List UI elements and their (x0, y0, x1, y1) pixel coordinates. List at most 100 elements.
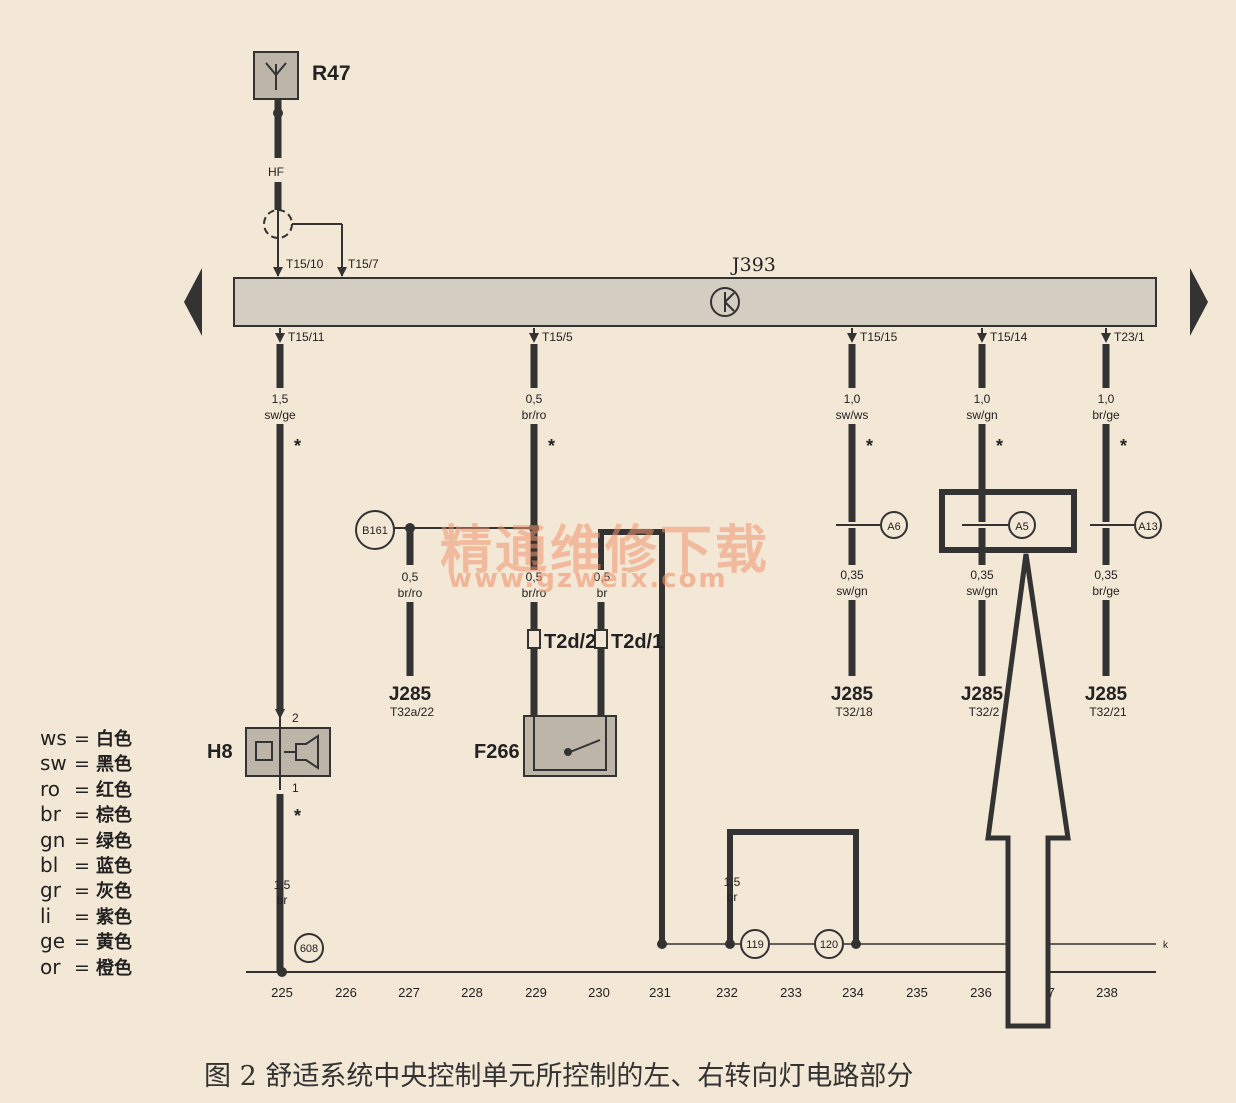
legend-item: or=橙色 (40, 955, 132, 980)
svg-text:*: * (1120, 436, 1127, 456)
legend-color-name: 灰色 (96, 881, 132, 903)
connector-j285-1: J285 (389, 684, 432, 705)
antenna-label: R47 (312, 62, 351, 85)
wire-w8-color: br (597, 586, 608, 600)
pin-label-t15-11: T15/11 (288, 330, 325, 344)
wire-w11-color: br/ge (1092, 584, 1120, 598)
highlight-box-a5 (939, 489, 1077, 553)
legend-item: sw = 黑色 (40, 751, 132, 776)
track-number: 232 (716, 985, 738, 1000)
legend-item: gr=灰色 (40, 878, 132, 903)
wire-w5-size: 1,0 (1098, 392, 1115, 406)
wire-w3-size: 1,0 (844, 392, 861, 406)
wire-w13-color: br (727, 890, 738, 904)
switch-label: F266 (474, 741, 520, 763)
antenna-icon (265, 62, 287, 90)
track-number: 234 (842, 985, 864, 1000)
track-number: 231 (649, 985, 671, 1000)
pin-label-t15-10: T15/10 (286, 257, 324, 271)
wire-w9-size: 0,35 (840, 568, 864, 582)
wire-w4-color: sw/gn (966, 408, 997, 422)
watermark-url: www.gzweix.com (448, 564, 728, 594)
pointer-arrow-icon (985, 553, 1071, 1029)
legend-code: or (40, 954, 61, 979)
legend-code: gn (40, 827, 66, 852)
wire-w5-color: br/ge (1092, 408, 1120, 422)
connector-j285-2: J285 (831, 684, 874, 705)
track-number: 229 (525, 985, 547, 1000)
pin-label-t15-7: T15/7 (348, 257, 379, 271)
legend-item: ws=白色 (40, 726, 132, 751)
junction-a6: A6 (887, 521, 900, 533)
ground-line-end-label: k (1163, 940, 1169, 951)
svg-text:*: * (294, 806, 301, 826)
continue-left-arrow-icon (184, 268, 202, 336)
wire-231 (598, 529, 665, 944)
wire-w8-size: 0,5 (594, 570, 611, 584)
pin-label-t15-14: T15/14 (990, 330, 1028, 344)
connector-j285-4: J285 (1085, 684, 1128, 705)
legend-color-name: 绿色 (96, 830, 132, 852)
wire-w4-size: 1,0 (974, 392, 991, 406)
junction-120: 120 (820, 939, 838, 951)
horn-pin-1: 1 (292, 781, 299, 795)
legend-code: bl (40, 852, 59, 877)
legend-color-name: 黑色 (96, 754, 132, 776)
connector-j285-2-pin: T32/18 (835, 705, 873, 719)
legend-code: gr (40, 878, 61, 903)
watermark-text: 精通维修下载 (440, 520, 771, 581)
wire-joint (273, 108, 283, 118)
legend-color-name: 蓝色 (96, 855, 132, 877)
legend-color-name: 紫色 (96, 906, 132, 928)
switch-icon (533, 716, 607, 771)
control-unit-label: J393 (730, 254, 776, 276)
junction-119: 119 (746, 939, 764, 951)
svg-text:*: * (866, 436, 873, 456)
wire-w7-size: 0,5 (526, 570, 543, 584)
horn-pin-2: 2 (292, 711, 299, 725)
svg-text:*: * (294, 436, 301, 456)
legend-item: br = 棕色 (40, 802, 132, 827)
wire-w2-color: br/ro (522, 408, 547, 422)
svg-text:*: * (996, 436, 1003, 456)
legend-code: sw (40, 751, 67, 776)
legend-equals: = (74, 931, 90, 954)
track-number: 228 (461, 985, 483, 1000)
pin-label-t23-1: T23/1 (1114, 330, 1145, 344)
wire-w2-size: 0,5 (526, 392, 543, 406)
legend-item: gn = 绿色 (40, 828, 132, 853)
svg-text:*: * (548, 436, 555, 456)
pin-label-t15-5: T15/5 (542, 330, 573, 344)
wire-w1-color: sw/ge (264, 408, 296, 422)
connector-j285-3: J285 (961, 684, 1004, 705)
legend-color-name: 棕色 (96, 805, 132, 827)
wire-w10-color: sw/gn (966, 584, 997, 598)
connector-t2d2-icon (527, 629, 541, 649)
connector-j285-1-pin: T32a/22 (390, 705, 434, 719)
legend-equals: = (74, 956, 90, 979)
wire-w13-size: 1,5 (724, 875, 741, 889)
connector-t2d1-icon (594, 629, 608, 649)
wire-w7-color: br/ro (522, 586, 547, 600)
horn-h8-box (245, 727, 331, 777)
track-number: 236 (970, 985, 992, 1000)
pin-label-t15-15: T15/15 (860, 330, 898, 344)
legend-code: br (40, 802, 61, 827)
legend-item: bl = 蓝色 (40, 853, 132, 878)
horn-label: H8 (207, 741, 233, 763)
legend-equals: = (74, 829, 90, 852)
switch-f266-box (523, 715, 617, 777)
legend-code: ro (40, 776, 61, 801)
track-number: 233 (780, 985, 802, 1000)
legend-code: ws (40, 726, 67, 750)
legend-equals: = (74, 905, 90, 928)
connector-j285-4-pin: T32/21 (1089, 705, 1127, 719)
control-unit-symbol-icon (710, 287, 740, 317)
track-number: 235 (906, 985, 928, 1000)
legend-equals: = (74, 804, 90, 827)
legend-equals: = (74, 854, 90, 877)
legend-color-name: 黄色 (96, 932, 132, 954)
legend-equals: = (74, 753, 90, 776)
